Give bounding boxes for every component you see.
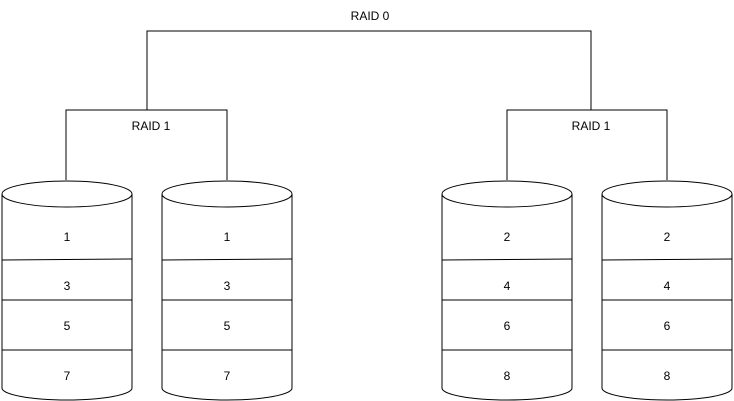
block-label: 5 bbox=[224, 319, 231, 333]
block-label: 4 bbox=[504, 279, 511, 293]
block-label: 5 bbox=[64, 319, 71, 333]
block-label: 2 bbox=[504, 230, 511, 244]
block-label: 6 bbox=[664, 319, 671, 333]
disk-left-2: 1 3 5 7 bbox=[161, 180, 293, 401]
block-label: 2 bbox=[664, 230, 671, 244]
right-raid1-bracket bbox=[506, 109, 668, 180]
raid0-bracket bbox=[146, 30, 592, 110]
block-label: 8 bbox=[664, 369, 671, 383]
right-raid1-label: RAID 1 bbox=[572, 119, 611, 133]
disk-left-1: 1 3 5 7 bbox=[1, 180, 133, 401]
left-raid1-label: RAID 1 bbox=[132, 119, 171, 133]
left-raid1-bracket bbox=[65, 109, 228, 180]
block-label: 3 bbox=[64, 279, 71, 293]
block-label: 4 bbox=[664, 279, 671, 293]
block-label: 3 bbox=[224, 279, 231, 293]
disk-right-2: 2 4 6 8 bbox=[601, 180, 733, 401]
block-label: 8 bbox=[504, 369, 511, 383]
block-label: 1 bbox=[224, 230, 231, 244]
raid0-label: RAID 0 bbox=[351, 9, 390, 23]
block-label: 7 bbox=[64, 369, 71, 383]
block-label: 7 bbox=[224, 369, 231, 383]
block-label: 6 bbox=[504, 319, 511, 333]
disk-right-1: 2 4 6 8 bbox=[441, 180, 573, 401]
block-label: 1 bbox=[64, 230, 71, 244]
